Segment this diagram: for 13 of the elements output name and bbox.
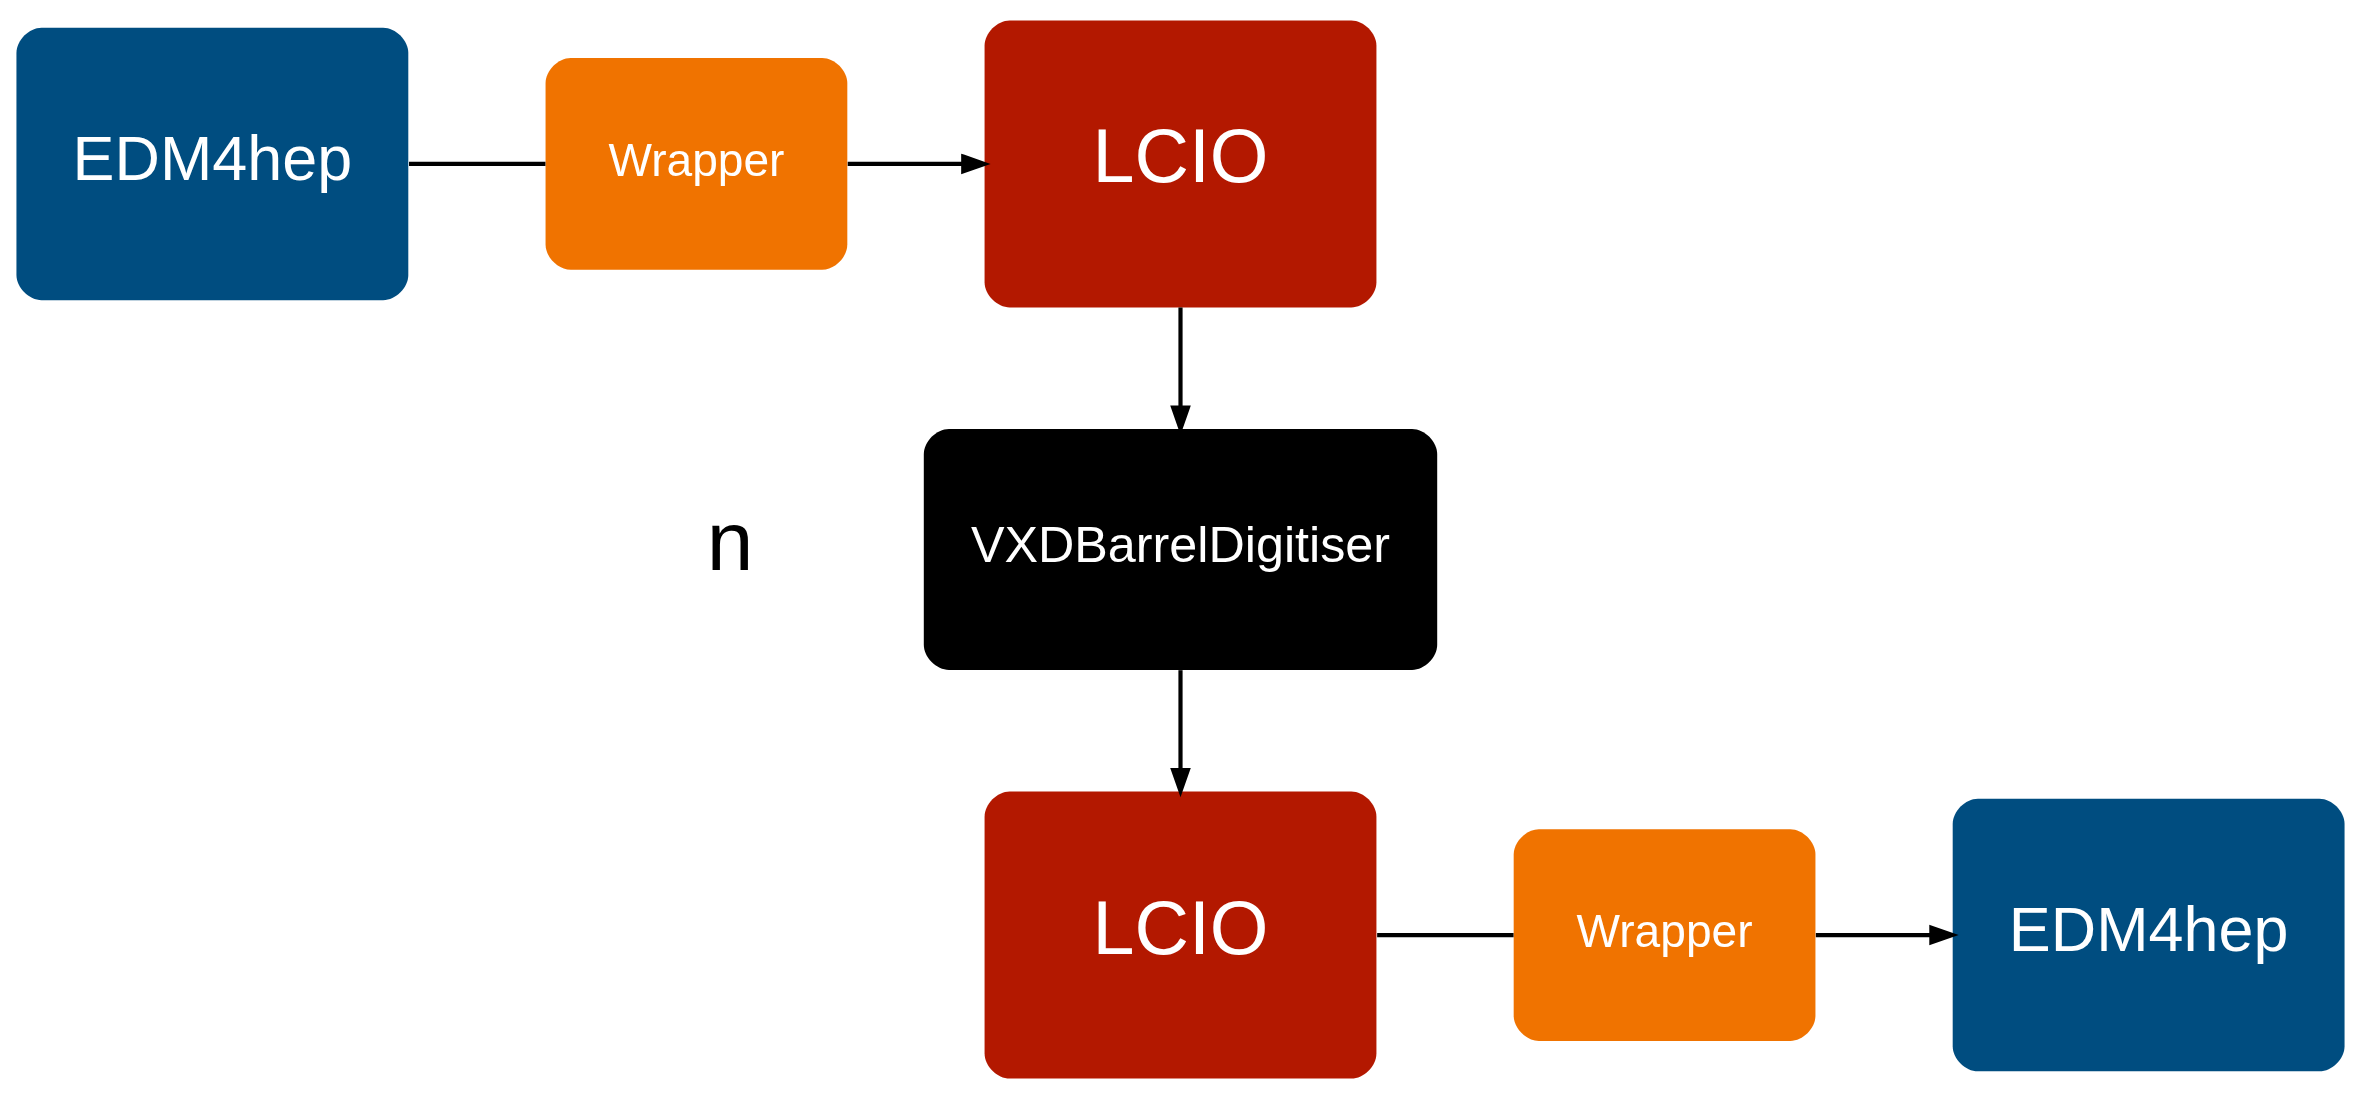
node-box: VXDBarrelDigitiser [923, 429, 1438, 670]
node-box: EDM4hep [1952, 798, 2345, 1072]
arrow [1170, 670, 1191, 798]
arrow [1815, 924, 1959, 946]
node-box: LCIO [984, 20, 1377, 308]
connector [409, 161, 546, 166]
arrow [847, 153, 991, 175]
label: n [706, 494, 754, 589]
node-box: LCIO [984, 791, 1377, 1079]
connector [1377, 933, 1514, 938]
node-box: EDM4hep [16, 27, 409, 301]
node-box: Wrapper [545, 58, 848, 270]
node-box: Wrapper [1513, 829, 1816, 1041]
